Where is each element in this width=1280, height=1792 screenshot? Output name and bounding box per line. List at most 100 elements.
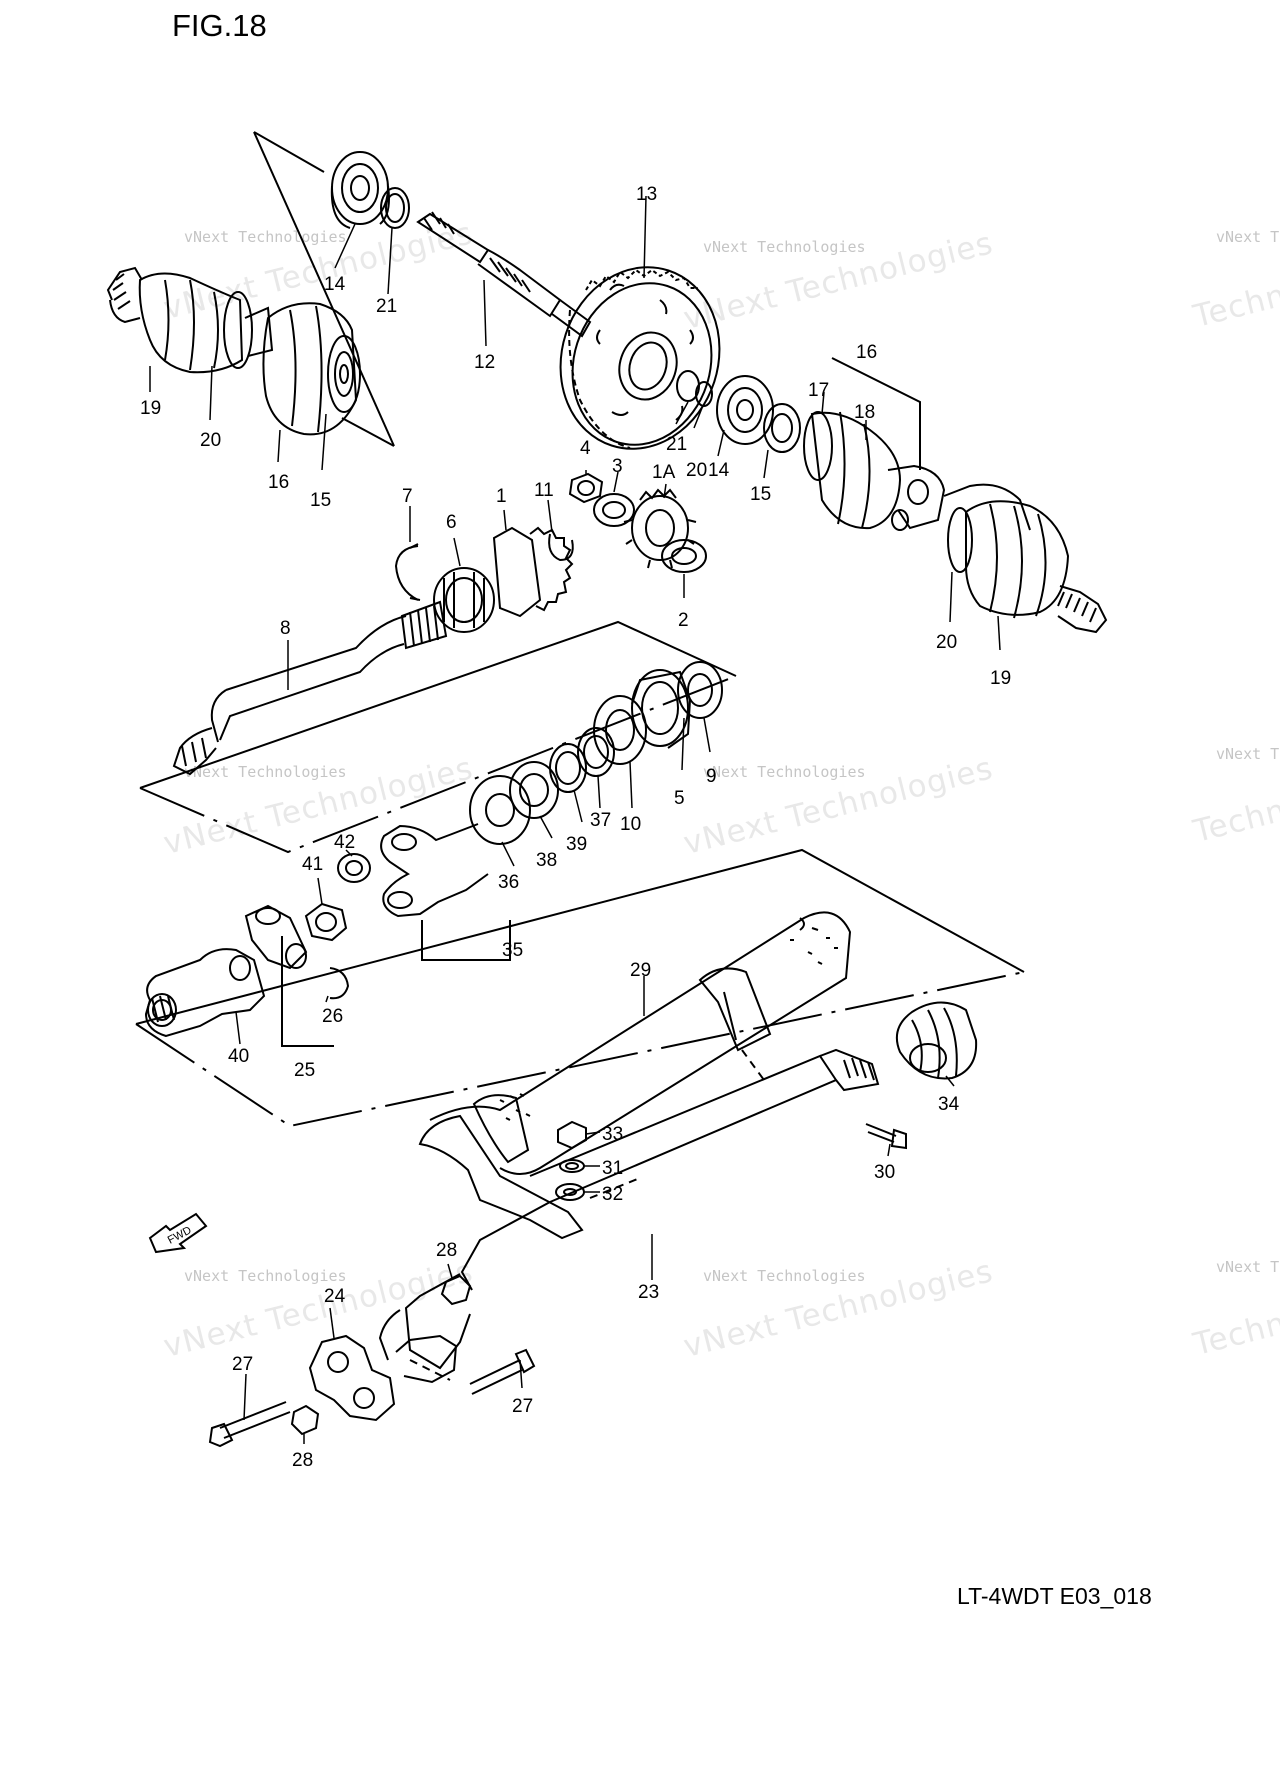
callout-2: 2 (678, 610, 689, 631)
callout-24: 24 (324, 1286, 346, 1307)
callout-36: 36 (498, 872, 519, 893)
callout-19-left: 19 (140, 398, 161, 419)
callout-39: 39 (566, 834, 587, 855)
washer-2 (661, 539, 707, 573)
callout-23: 23 (638, 1282, 659, 1303)
callout-25: 25 (294, 1060, 315, 1081)
gear-1A (623, 488, 697, 569)
bearing-14-top (330, 151, 390, 229)
shaft-8 (172, 600, 448, 776)
watermark-text: vNext Technologies (184, 228, 347, 246)
frame-lower (135, 848, 1025, 1128)
callout-32: 32 (602, 1184, 623, 1205)
drawing-code: LT-4WDT E03_018 (957, 1583, 1152, 1609)
callout-11: 11 (534, 480, 554, 501)
nut-28-upper (440, 1274, 472, 1306)
frame-upper (139, 620, 737, 854)
washer-31 (559, 1159, 585, 1173)
callout-27-right: 27 (512, 1396, 533, 1417)
callout-31: 31 (602, 1158, 623, 1179)
callout-17: 17 (808, 380, 829, 401)
callout-20-left: 20 (200, 430, 221, 451)
callout-42: 42 (334, 832, 355, 853)
callout-9: 9 (706, 766, 717, 787)
nut-33 (557, 1120, 587, 1150)
circlip-7 (394, 543, 421, 601)
callout-3: 3 (612, 456, 623, 477)
callout-30: 30 (874, 1162, 895, 1183)
callout-35: 35 (502, 940, 523, 961)
callout-19-right: 19 (990, 668, 1011, 689)
watermark-text: vNext Tec (1216, 1258, 1280, 1276)
callout-15-right: 15 (750, 484, 771, 505)
watermark-text: vNext Tec (1216, 745, 1280, 763)
washer-32 (555, 1183, 585, 1201)
universal-joint-25 (229, 904, 308, 981)
nut-41 (304, 902, 348, 942)
callout-20-right: 20 (936, 632, 957, 653)
nut-28-lower (290, 1404, 320, 1436)
callout-4: 4 (580, 438, 591, 459)
callout-22-top: 21 (376, 296, 397, 317)
washer-3 (593, 493, 635, 527)
callout-22-right: 21 (666, 434, 687, 455)
callout-6: 6 (446, 512, 457, 533)
callout-5: 5 (674, 788, 685, 809)
callout-7: 7 (402, 486, 413, 507)
leader-lines (149, 195, 1001, 1444)
callout-38: 38 (536, 850, 557, 871)
callout-1: 1 (496, 486, 507, 507)
fwd-arrow-icon: FWD (148, 1212, 208, 1254)
callout-29: 29 (630, 960, 651, 981)
fig-title: FIG.18 (172, 8, 267, 43)
watermark-text: vNext Technologies (703, 1267, 866, 1285)
nut-4 (568, 472, 604, 504)
right-axle (676, 357, 1108, 634)
boot-34 (896, 1001, 978, 1080)
callout-27-left: 27 (232, 1354, 253, 1375)
callout-40: 40 (228, 1046, 249, 1067)
callout-16-left: 16 (268, 472, 289, 493)
callout-8: 8 (280, 618, 291, 639)
sleeve-6 (433, 567, 495, 633)
front-yoke-24 (308, 1334, 458, 1422)
bolt-27-right (469, 1348, 536, 1395)
callout-16-right: 16 (856, 342, 877, 363)
washer-42 (337, 853, 371, 883)
callout-12: 12 (474, 352, 495, 373)
bearing-stack (469, 661, 723, 845)
shaft-12 (416, 211, 592, 338)
callout-10: 10 (620, 814, 641, 835)
callout-37: 37 (590, 810, 611, 831)
watermark-text: vNext Tec (1216, 228, 1280, 246)
callout-18: 18 (854, 402, 875, 423)
watermark-text: vNext Technologies (703, 238, 866, 256)
callout-21: 20 (686, 460, 707, 481)
connection-lines (409, 1049, 765, 1381)
callout-26: 26 (322, 1006, 343, 1027)
callout-34: 34 (938, 1094, 960, 1115)
callout-14-right: 14 (708, 460, 730, 481)
yoke-40 (144, 948, 266, 1038)
callout-28-lower: 28 (292, 1450, 313, 1471)
callout-28-upper: 28 (436, 1240, 457, 1261)
inset-axle-left (106, 131, 395, 447)
crown-gear-13 (559, 266, 721, 450)
callout-15-left: 15 (310, 490, 331, 511)
callout-13: 13 (636, 184, 657, 205)
callout-33: 33 (602, 1124, 623, 1145)
callout-1A: 1A (652, 462, 676, 483)
circlip-11 (548, 533, 574, 562)
watermark-text: vNext Technologies (184, 1267, 347, 1285)
gear-1 (492, 526, 574, 618)
callout-labels: 14 21 12 13 19 20 16 15 21 20 14 15 17 1… (140, 184, 1011, 1471)
bolt-30 (865, 1123, 907, 1150)
shaft-cover-29 (418, 911, 852, 1240)
callout-14-top: 14 (324, 274, 346, 295)
yoke-35 (380, 823, 489, 918)
bolt-27-left (208, 1401, 291, 1448)
watermark-text: vNext Technologies (184, 763, 347, 781)
propeller-shaft-23 (378, 1048, 880, 1370)
watermark-text: vNext Technologies (703, 763, 866, 781)
